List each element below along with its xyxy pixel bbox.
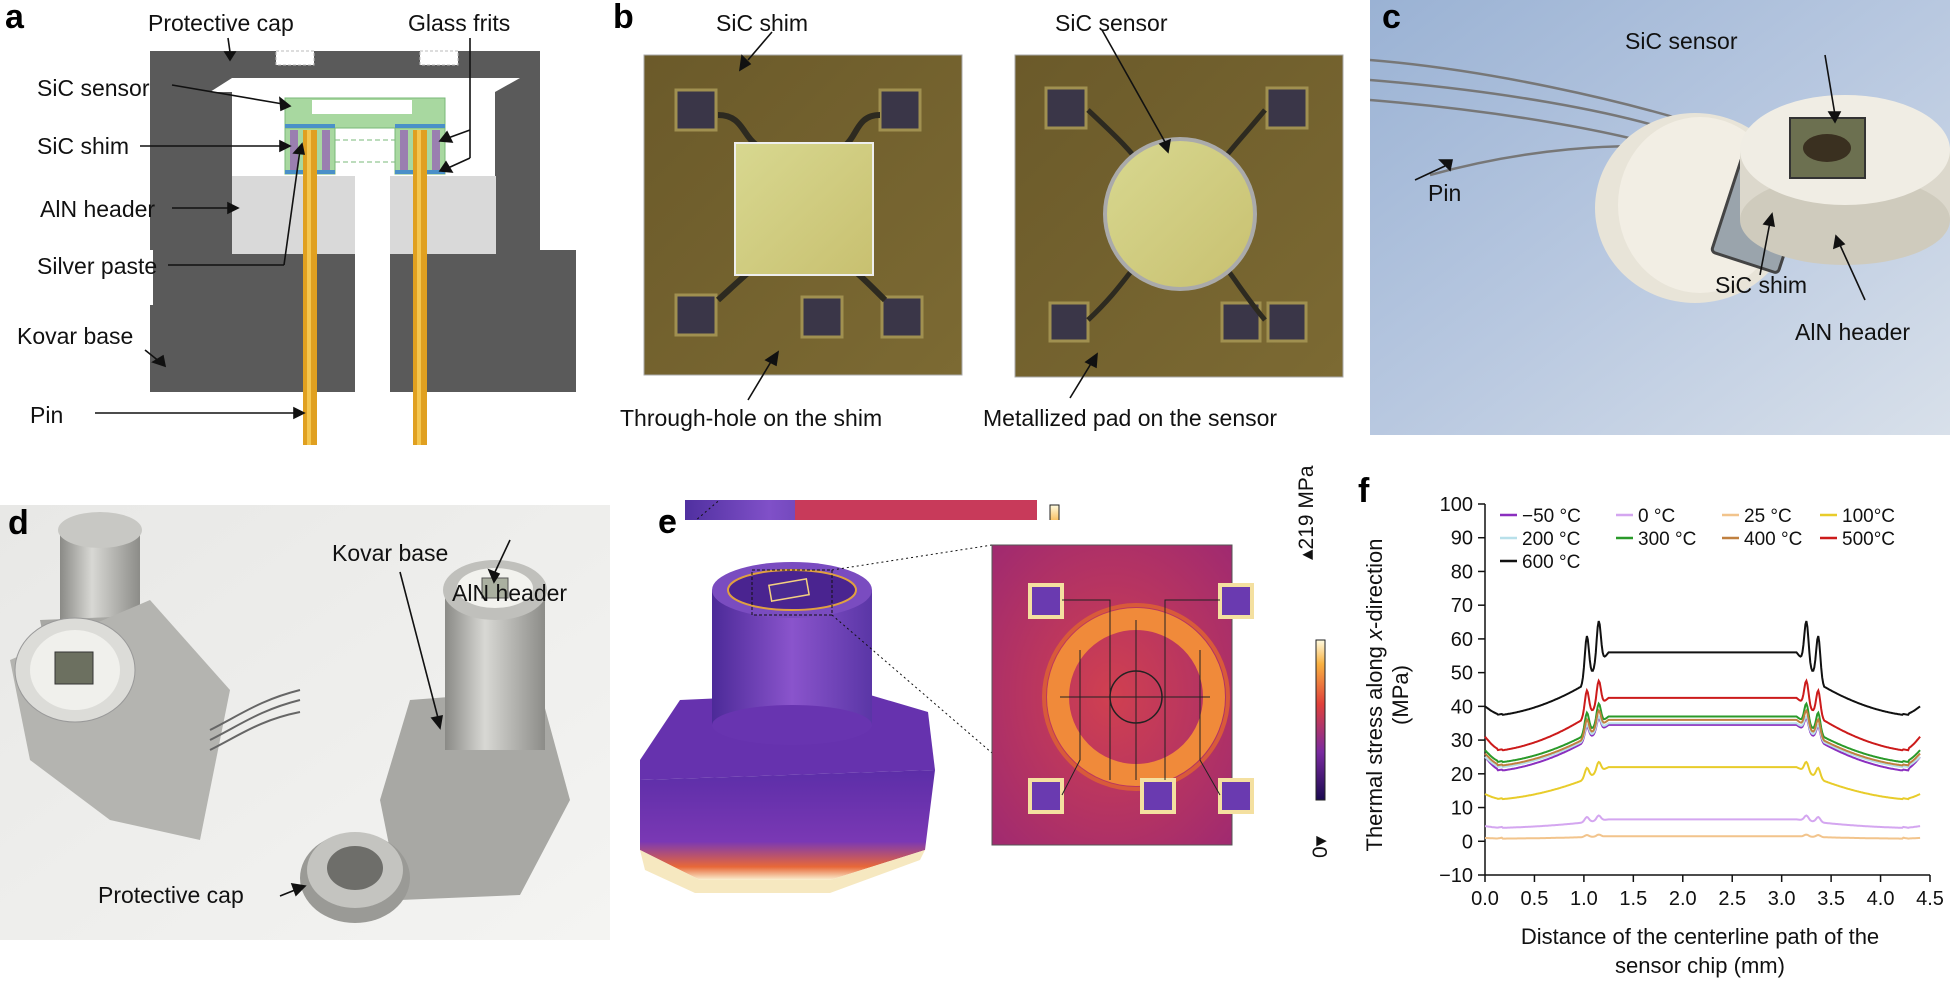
series-line — [1484, 760, 1921, 801]
panel-b: b — [600, 0, 1370, 450]
label-pin: Pin — [30, 402, 64, 428]
sensor-diaphragm — [1103, 137, 1257, 291]
sensor-cross-section-diagram — [95, 37, 576, 445]
x-tick-label: 4.0 — [1867, 888, 1895, 910]
fem-stress-map — [610, 500, 1060, 818]
y-tick-label: 10 — [1451, 798, 1473, 820]
label-kovar-base: Kovar base — [17, 323, 134, 349]
label-sic-sensor: SiC sensor — [37, 75, 150, 101]
stress-line-chart: −10 0 10 20 30 40 50 60 70 80 90 100 0.0 0.5 1.0 1.5 2.… — [1362, 494, 1944, 978]
panel-letter-d: d — [8, 504, 29, 542]
label-metallized-pad: Metallized pad on the sensor — [983, 405, 1278, 431]
series-line — [1484, 708, 1921, 767]
x-tick-label: 3.0 — [1768, 888, 1796, 910]
panel-letter-f: f — [1358, 472, 1370, 510]
packaged-sensor-photo — [0, 505, 610, 940]
x-tick-label: 3.5 — [1817, 888, 1845, 910]
x-tick-label: 2.5 — [1718, 888, 1746, 910]
stress-colorbar — [1049, 504, 1060, 636]
y-tick-label: 40 — [1451, 696, 1473, 718]
y-tick-label: 80 — [1451, 561, 1473, 583]
label-through-hole: Through-hole on the shim — [620, 405, 883, 431]
y-axis-label-line1: Thermal stress along x-direction — [1362, 538, 1387, 851]
label-c-sic-shim: SiC shim — [1715, 272, 1808, 298]
x-axis-label-line1: Distance of the centerline path of the — [1521, 924, 1879, 949]
shim-through-hole — [734, 142, 874, 276]
label-d-kovar-base: Kovar base — [332, 540, 449, 566]
y-tick-label: −10 — [1439, 865, 1473, 887]
y-tick-label: 0 — [1462, 831, 1473, 853]
legend-label: 100°C — [1842, 506, 1895, 527]
x-tick-label: 4.5 — [1916, 888, 1944, 910]
legend-label: 600 °C — [1522, 552, 1580, 573]
zoom-region-box — [610, 544, 668, 586]
label-c-sic-sensor: SiC sensor — [1625, 28, 1738, 54]
panel-letter-a: a — [5, 0, 24, 36]
zoom-stress-map — [795, 500, 1037, 675]
legend-label: 200 °C — [1522, 529, 1580, 550]
series-line — [1484, 715, 1921, 769]
label-d-aln-header: AlN header — [452, 580, 568, 606]
legend-label: 500°C — [1842, 529, 1895, 550]
y-tick-label: 70 — [1451, 595, 1473, 617]
legend-label: −50 °C — [1522, 506, 1581, 527]
y-tick-label: 30 — [1451, 730, 1473, 752]
y-tick-label: 90 — [1451, 528, 1473, 550]
label-sic-shim: SiC shim — [37, 133, 130, 159]
y-axis-label-line2: (MPa) — [1388, 665, 1413, 725]
assembled-chip-photo — [1370, 0, 1950, 435]
panel-e: e — [610, 500, 1360, 940]
label-d-protective-cap: Protective cap — [98, 882, 244, 908]
x-tick-label: 1.5 — [1619, 888, 1647, 910]
y-tick-label: 20 — [1451, 764, 1473, 786]
colorbar-min-label: 0▾ — [1309, 835, 1332, 858]
panel-a: a — [0, 0, 600, 450]
label-c-pin: Pin — [1428, 180, 1462, 206]
x-tick-label: 0.5 — [1521, 888, 1549, 910]
y-tick-label: 50 — [1451, 663, 1473, 685]
panel-d: d Kovar base AlN header Protective cap — [0, 500, 610, 940]
panel-letter-e-overlay: e — [658, 503, 677, 541]
colorbar-max-label: ▴219 MPa — [1295, 465, 1318, 560]
legend-label: 25 °C — [1744, 506, 1792, 527]
x-tick-label: 2.0 — [1669, 888, 1697, 910]
x-tick-label: 0.0 — [1471, 888, 1499, 910]
legend-label: 400 °C — [1744, 529, 1802, 550]
label-glass-frits: Glass frits — [408, 10, 511, 36]
panel-c: c SiC sensor Pin SiC shim AlN header — [1370, 0, 1950, 440]
panel-letter-b: b — [613, 0, 634, 36]
x-tick-label: 1.0 — [1570, 888, 1598, 910]
series-line — [1484, 833, 1921, 840]
series-line — [1484, 814, 1921, 829]
series-line — [1484, 716, 1921, 772]
label-c-aln-header: AlN header — [1795, 319, 1911, 345]
legend-label: 0 °C — [1638, 506, 1675, 527]
panel-letter-c: c — [1382, 0, 1401, 36]
label-aln-header: AlN header — [40, 196, 156, 222]
label-protective-cap: Protective cap — [148, 10, 294, 36]
series-line — [1484, 678, 1921, 752]
series-line — [1484, 620, 1921, 716]
series-line — [1484, 701, 1921, 764]
legend-label: 300 °C — [1638, 529, 1696, 550]
label-b-sic-shim: SiC shim — [716, 10, 809, 36]
label-silver-paste: Silver paste — [37, 253, 158, 279]
label-b-sic-sensor: SiC sensor — [1055, 10, 1168, 36]
x-axis-label-line2: sensor chip (mm) — [1615, 953, 1785, 978]
y-tick-label: 100 — [1440, 494, 1473, 516]
chip-photos — [643, 29, 1344, 401]
y-tick-label: 60 — [1451, 629, 1473, 651]
